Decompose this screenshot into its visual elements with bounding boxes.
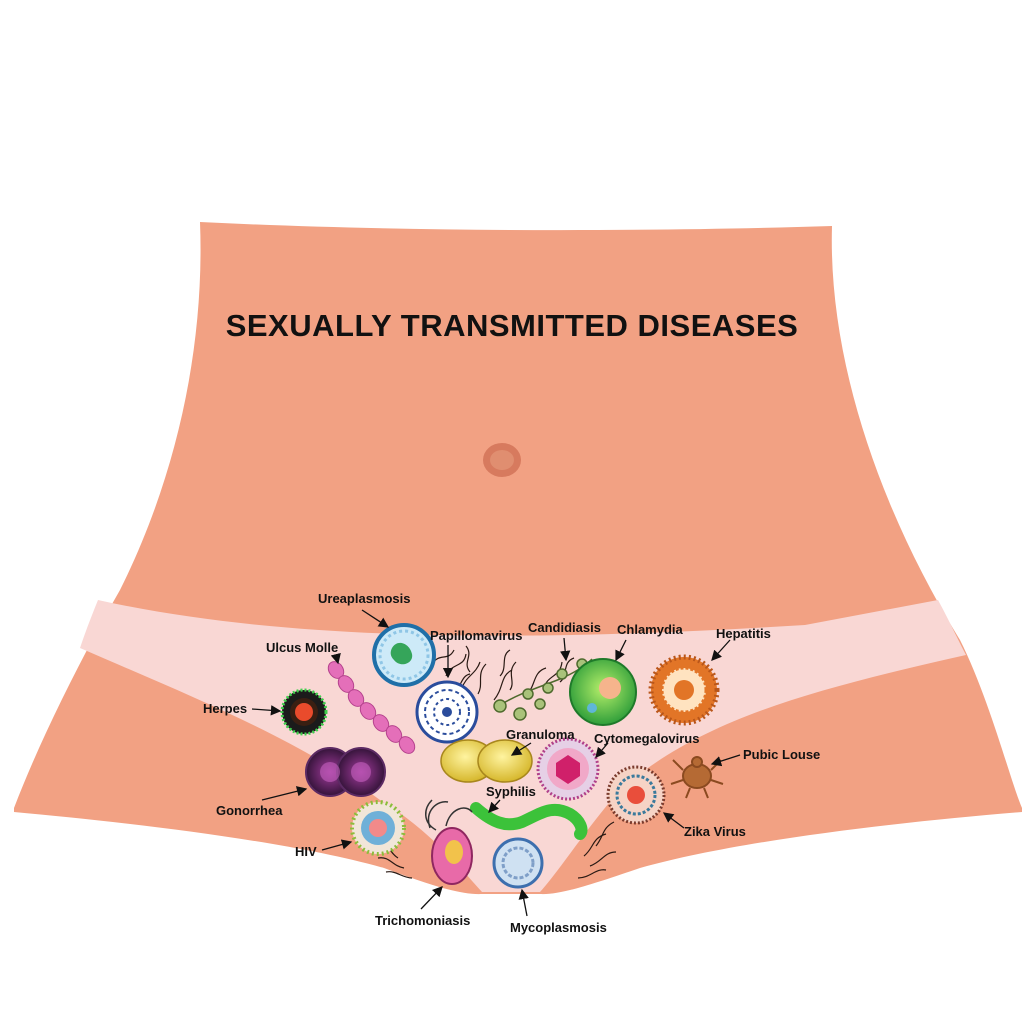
syphilis-microbe [470, 802, 588, 840]
papillomavirus-microbe [415, 680, 479, 744]
zika-virus-microbe [606, 765, 666, 825]
granuloma-microbe [440, 739, 533, 783]
label-papillomavirus: Papillomavirus [430, 628, 523, 643]
pubic-louse-microbe [670, 756, 724, 799]
label-arrows [251, 609, 741, 917]
label-chlamydia: Chlamydia [617, 622, 683, 637]
label-pubic-louse: Pubic Louse [743, 747, 821, 762]
label-trichomoniasis: Trichomoniasis [375, 913, 471, 928]
label-candidiasis: Candidiasis [528, 620, 601, 635]
hiv-microbe [350, 800, 406, 856]
pubic-hair [375, 645, 617, 879]
label-hepatitis: Hepatitis [716, 626, 771, 641]
label-granuloma: Granuloma [506, 727, 575, 742]
label-zika-virus: Zika Virus [684, 824, 746, 839]
herpes-microbe [280, 688, 328, 736]
hepatitis-microbe [648, 654, 720, 726]
trichomoniasis-microbe [425, 799, 473, 885]
cytomegalovirus-microbe [536, 737, 600, 801]
label-ureaplasmosis: Ureaplasmosis [318, 591, 411, 606]
chlamydia-microbe [569, 658, 637, 726]
label-herpes: Herpes [203, 701, 248, 716]
label-ulcus-molle: Ulcus Molle [266, 640, 339, 655]
label-mycoplasmosis: Mycoplasmosis [510, 920, 607, 935]
mycoplasmosis-microbe [492, 837, 544, 889]
page-title: SEXUALLY TRANSMITTED DISEASES [225, 308, 799, 343]
label-hiv: HIV [295, 844, 317, 859]
ureaplasmosis-microbe [372, 623, 436, 687]
candidiasis-microbe [493, 658, 593, 721]
ulcus-molle-microbe [327, 661, 416, 754]
label-syphilis: Syphilis [486, 784, 536, 799]
label-gonorrhea: Gonorrhea [216, 803, 283, 818]
label-cytomegalovirus: Cytomegalovirus [594, 731, 700, 746]
gonorrhea-microbe [305, 747, 386, 797]
